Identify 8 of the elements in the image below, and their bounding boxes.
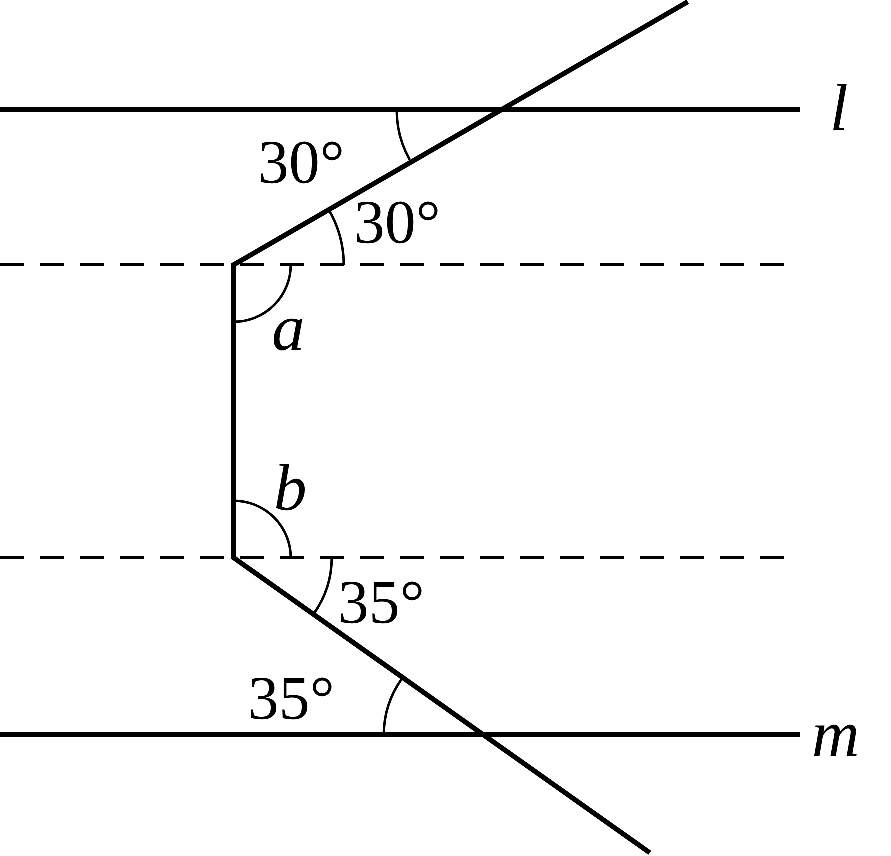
line-name: m	[812, 702, 860, 768]
line-name: l	[830, 76, 848, 142]
angle-label: a	[272, 296, 305, 362]
angle-label: 30°	[354, 192, 441, 254]
angle-label: b	[274, 456, 307, 522]
angle-label: 35°	[248, 668, 335, 730]
angle-label: 35°	[338, 572, 425, 634]
angle-label: 30°	[258, 132, 345, 194]
